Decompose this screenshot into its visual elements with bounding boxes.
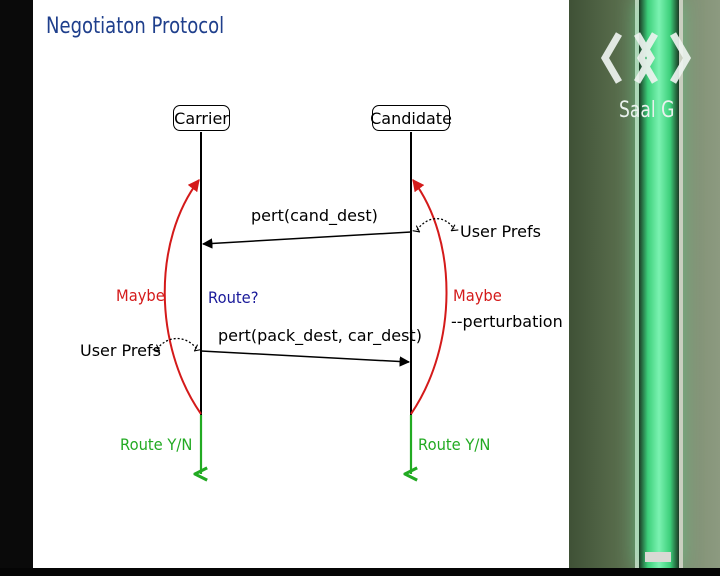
route-question-label: Route?	[208, 288, 259, 307]
maybe-right-label: Maybe	[453, 286, 502, 305]
side-video-panel: Saal G	[569, 0, 720, 568]
candidate-lane-label: Candidate	[370, 108, 452, 128]
user-prefs-left-label: User Prefs	[80, 341, 161, 360]
bottom-bar	[0, 568, 720, 576]
candidate-loop-arc	[410, 179, 448, 415]
pillar-edge-right	[679, 0, 683, 568]
candidate-lane-box: Candidate	[370, 105, 452, 131]
route-yn-right-label: Route Y/N	[418, 435, 491, 454]
message-label-2: pert(pack_dest, car_dest)	[218, 326, 422, 345]
carrier-lane-label: Carrier	[174, 108, 229, 128]
carrier-loop-arc	[163, 179, 202, 415]
carrier-user-prefs-hook	[157, 337, 197, 350]
slide: Negotiaton Protocol	[33, 0, 569, 568]
glowing-pillar	[639, 0, 679, 568]
sequence-diagram	[33, 132, 569, 568]
pillar-plate	[645, 552, 671, 562]
slide-title: Negotiaton Protocol	[46, 14, 225, 39]
user-prefs-right-label: User Prefs	[460, 222, 541, 241]
message-label-1: pert(cand_dest)	[251, 206, 378, 225]
route-yn-left-label: Route Y/N	[120, 435, 193, 454]
perturbation-label: --perturbation	[451, 312, 563, 331]
message-arrow-2	[200, 350, 411, 367]
pillar-edge-left	[635, 0, 639, 568]
candidate-user-prefs-hook	[417, 217, 454, 230]
maybe-left-label: Maybe	[116, 286, 165, 305]
saal-g-logo-icon	[600, 32, 692, 84]
carrier-lane-box: Carrier	[173, 105, 230, 131]
logo-text: Saal G	[619, 98, 675, 123]
message-arrow-1	[201, 231, 412, 249]
